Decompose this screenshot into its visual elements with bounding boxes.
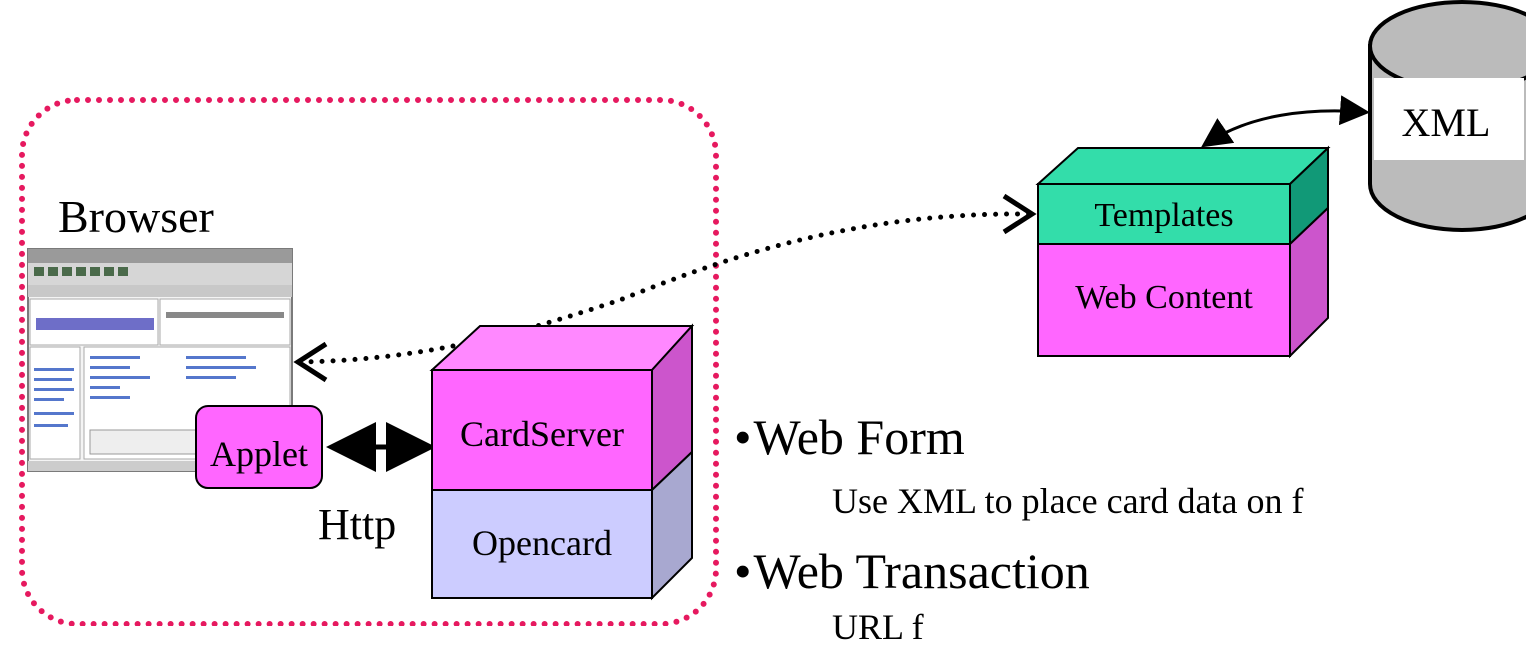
- bullet-web-form: •Web Form: [734, 412, 965, 462]
- cardserver-label: CardServer: [460, 414, 624, 454]
- opencard-label: Opencard: [472, 523, 612, 563]
- cardserver-stack: [429, 323, 695, 601]
- bullet-web-transaction-detail: URL f: [832, 607, 924, 647]
- xml-templates-arrow: [1201, 95, 1370, 148]
- bullet-title: Web Transaction: [753, 543, 1090, 599]
- webcontent-label: Web Content: [1075, 279, 1253, 316]
- bullet-title: Web Form: [753, 409, 965, 465]
- applet-box: [195, 405, 323, 489]
- client-boundary: [19, 97, 719, 627]
- templates-arrowhead-icon: [1002, 193, 1037, 235]
- http-label: Http: [318, 500, 397, 549]
- templates-label: Templates: [1094, 197, 1233, 234]
- dotted-connector: [297, 211, 1033, 365]
- bullet-marker: •: [734, 409, 752, 465]
- applet-label: Applet: [210, 434, 308, 474]
- diagram-canvas: Applet CardServer Opencard Templates Web…: [19, 0, 1526, 627]
- xml-database-icon: [1368, 0, 1526, 232]
- browser-label: Browser: [58, 191, 214, 242]
- bullet-web-transaction: •Web Transaction: [734, 546, 1090, 596]
- bullet-marker: •: [734, 543, 752, 599]
- xml-label: XML: [1402, 100, 1491, 145]
- browser-arrowhead-icon: [293, 341, 328, 383]
- templates-stack: [1035, 145, 1331, 359]
- bullet-web-form-detail: Use XML to place card data on f: [832, 481, 1304, 521]
